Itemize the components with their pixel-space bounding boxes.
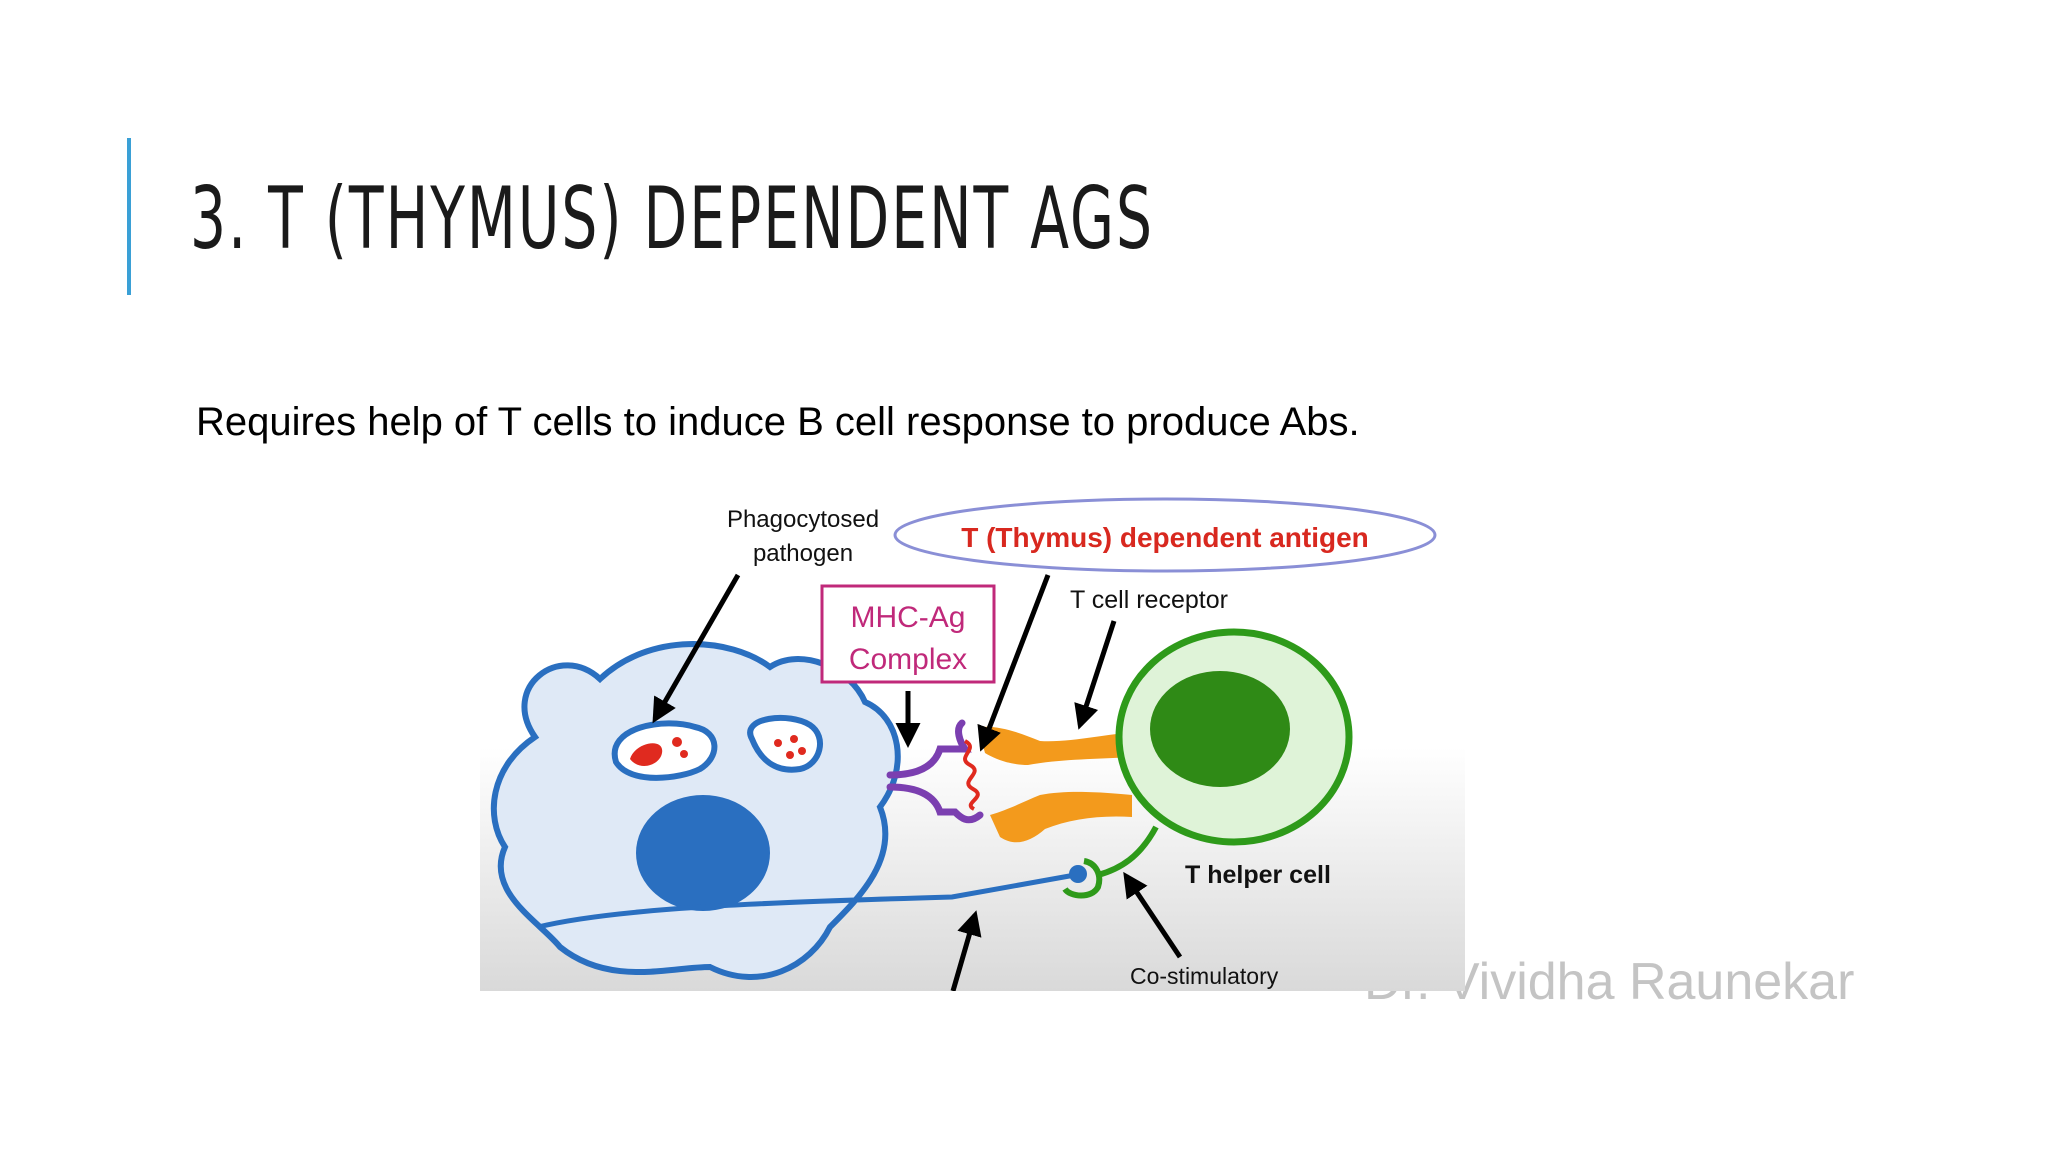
- label-phagocytosed-line1: Phagocytosed: [727, 506, 879, 533]
- t-helper-nucleus: [1150, 671, 1290, 787]
- label-phagocytosed-line2: pathogen: [753, 540, 853, 567]
- arrow-costim: [1123, 871, 1183, 959]
- t-dependent-antigen-diagram: T (Thymus) dependent antigen Phagocytose…: [480, 497, 1465, 991]
- pathogen-blob: [630, 743, 663, 766]
- arrow-costim-ligand: [950, 910, 982, 991]
- arrow-antigen: [977, 574, 1051, 752]
- body-text: Requires help of T cells to induce B cel…: [196, 400, 1360, 444]
- label-mhc-line1: MHC-Ag: [850, 601, 965, 634]
- tcr-lower: [990, 791, 1132, 843]
- arrow-tcr: [1074, 620, 1117, 730]
- tcr-upper: [978, 726, 1132, 765]
- costim-receptor-cup: [1062, 858, 1103, 899]
- pathogen-particle: [774, 739, 782, 747]
- arrow-phagocytosed: [652, 573, 741, 724]
- label-t-helper-cell: T helper cell: [1185, 861, 1331, 889]
- heading-oval: [893, 497, 1437, 573]
- slide-title: 3. T (THYMUS) DEPENDENT AGS: [190, 169, 1154, 269]
- diagram-heading: T (Thymus) dependent antigen: [961, 522, 1369, 553]
- costim-ligand-head: [1069, 865, 1087, 883]
- label-t-cell-receptor: T cell receptor: [1070, 586, 1228, 614]
- phagosome-right: [747, 714, 823, 773]
- mhc-molecule-lower: [886, 783, 984, 824]
- apc-nucleus: [636, 795, 770, 911]
- mhc-molecule-upper: [886, 719, 972, 779]
- mhc-label-box: [820, 584, 996, 684]
- pathogen-particle: [786, 751, 794, 759]
- antigen-peptide: [963, 739, 980, 811]
- title-accent-bar: [127, 138, 131, 295]
- label-mhc-line2: Complex: [849, 643, 967, 676]
- costim-receptor-stalk: [1097, 825, 1159, 878]
- pathogen-particle: [790, 735, 798, 743]
- pathogen-particle: [680, 750, 688, 758]
- label-co-stimulatory: Co-stimulatory: [1130, 963, 1279, 989]
- costim-ligand-stalk: [537, 872, 1076, 930]
- phagosome-left: [611, 720, 718, 781]
- pathogen-particle: [672, 737, 682, 747]
- pathogen-particle: [798, 747, 806, 755]
